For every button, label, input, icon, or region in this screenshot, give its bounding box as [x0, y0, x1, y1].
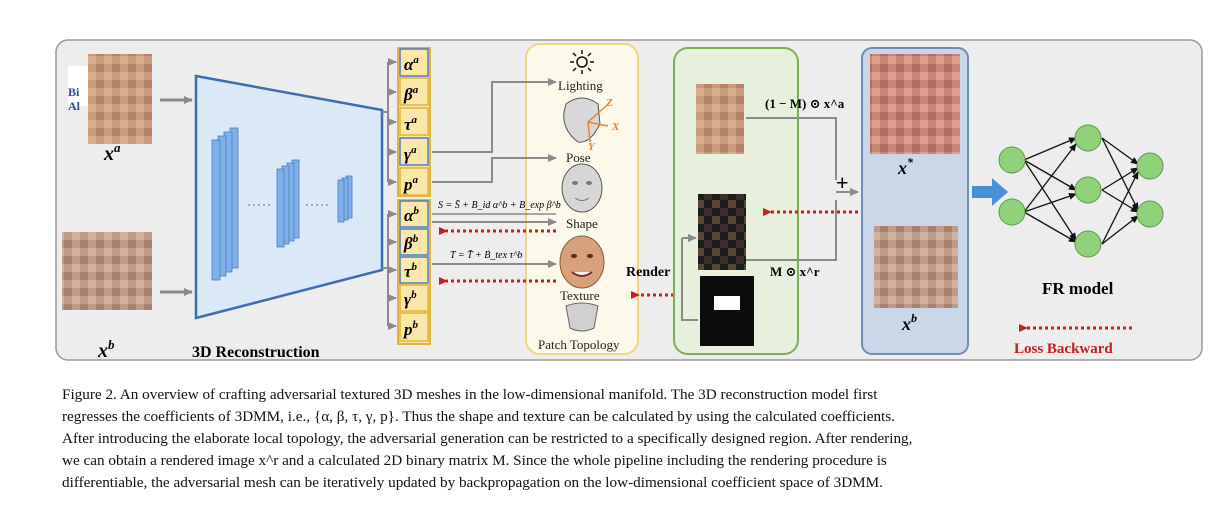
texture-label: Texture	[560, 288, 600, 303]
mask-term-top: (1 − M) ⊙ x^a	[765, 96, 845, 111]
caption-line: we can obtain a rendered image x^r and a…	[62, 452, 887, 469]
figure-caption: Figure 2. An overview of crafting advers…	[62, 384, 1152, 494]
pose-label: Pose	[566, 150, 591, 165]
pipeline-diagram: Bi Al xa xb 3D Reconstructi	[55, 39, 1203, 362]
shape-face-icon	[561, 163, 603, 213]
caption-line: differentiable, the adversarial mesh can…	[62, 474, 883, 491]
svg-text:βa: βa	[403, 84, 419, 104]
input-label-xb: xb	[97, 337, 115, 362]
lighting-label: Lighting	[558, 78, 603, 93]
input-face-b	[62, 232, 152, 310]
output-label-xb: xb	[901, 311, 917, 334]
patch-topology-icon	[565, 302, 599, 332]
pose-head-icon	[563, 97, 609, 143]
svg-text:γa: γa	[404, 144, 417, 164]
output-label-xstar: x*	[897, 155, 914, 178]
svg-text:τb: τb	[404, 261, 418, 281]
rendered-face-dark	[698, 194, 746, 270]
shape-label: Shape	[566, 216, 598, 231]
svg-text:pb: pb	[402, 319, 419, 339]
svg-text:γb: γb	[404, 289, 417, 309]
svg-text:Bi: Bi	[68, 85, 80, 99]
fr-model-label: FR model	[1042, 279, 1114, 298]
shape-formula: S = S̄ + B_id α^b + B_exp β^b	[438, 199, 561, 211]
plus-sign: +	[836, 170, 849, 195]
adversarial-face	[870, 54, 960, 154]
legend-label: Loss Backward	[1014, 341, 1113, 357]
lighting-icon	[570, 50, 594, 74]
reconstruction-label: 3D Reconstruction	[192, 344, 320, 361]
binary-mask	[700, 276, 754, 346]
patch-topology-label: Patch Topology	[538, 337, 620, 352]
texture-formula: T = T̄ + B_tex τ^b	[450, 249, 522, 261]
svg-text:αa: αa	[404, 54, 419, 74]
caption-line: After introducing the elaborate local to…	[62, 430, 913, 447]
axis-y-label: Y	[588, 141, 596, 153]
caption-line: regresses the coefficients of 3DMM, i.e.…	[62, 408, 895, 425]
mask-term-bottom: M ⊙ x^r	[770, 264, 820, 279]
coefficients-b: αb βb τb γb pb	[397, 199, 431, 345]
fr-model-network	[998, 124, 1164, 258]
input-face-a: Bi Al	[68, 54, 152, 144]
target-face	[874, 226, 958, 308]
input-label-xa: xa	[103, 140, 121, 165]
svg-text:pa: pa	[402, 174, 419, 194]
svg-text:τa: τa	[404, 114, 418, 134]
reconstruction-network	[194, 74, 384, 320]
svg-text:Al: Al	[68, 99, 81, 113]
axis-z-label: Z	[605, 97, 613, 109]
caption-line: Figure 2. An overview of crafting advers…	[62, 386, 878, 403]
coefficients-a: αa βa τa γa pa	[397, 47, 431, 197]
svg-text:βb: βb	[403, 233, 419, 253]
to-fr-arrow	[972, 178, 1008, 206]
axis-x-label: X	[611, 121, 620, 133]
svg-text:αb: αb	[404, 205, 419, 225]
texture-face-icon	[559, 235, 605, 289]
render-label: Render	[626, 265, 670, 280]
masked-face-top	[696, 84, 744, 154]
